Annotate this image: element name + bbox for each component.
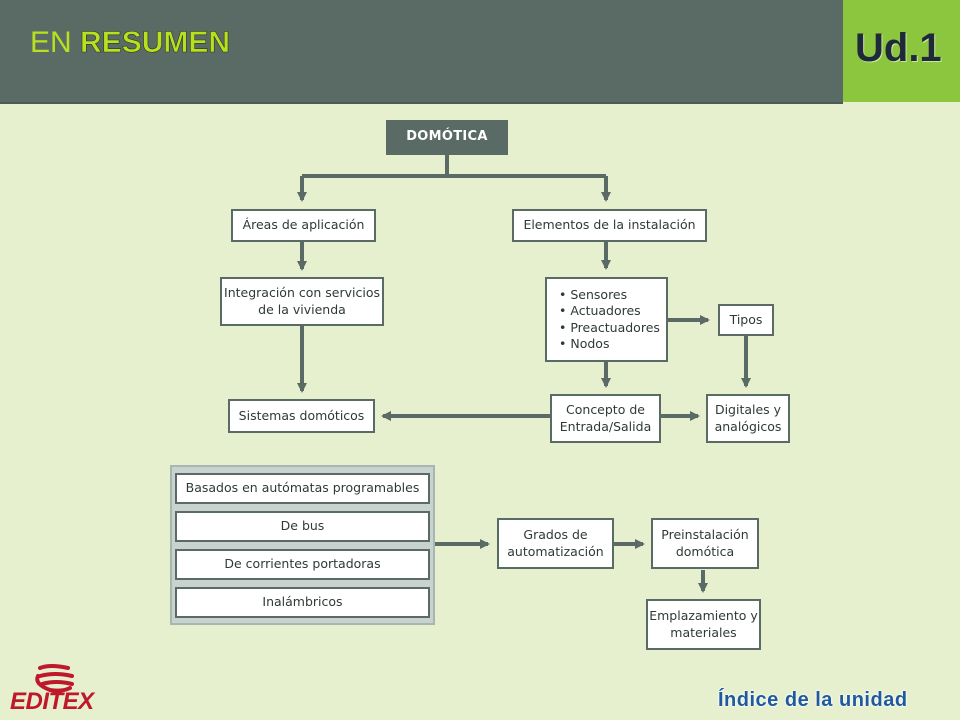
node-digitales-analogicos: Digitales y analógicos xyxy=(706,394,790,443)
title-prefix: EN xyxy=(30,26,72,59)
unit-label: Ud.1 xyxy=(855,26,942,70)
node-componentes: Sensores Actuadores Preactuadores Nodos xyxy=(545,277,668,362)
node-preinstalacion: Preinstalación domótica xyxy=(651,518,759,569)
node-emplazamiento: Emplazamiento y materiales xyxy=(646,599,761,650)
component-item: Preactuadores xyxy=(559,320,660,336)
sistema-tipo-corrientes: De corrientes portadoras xyxy=(175,549,430,580)
node-integracion: Integración con servicios de la vivienda xyxy=(220,277,384,326)
node-domotica: DOMÓTICA xyxy=(386,120,508,155)
unit-badge: Ud.1 xyxy=(843,0,960,102)
editex-logo-text: EDITEX xyxy=(10,688,94,715)
index-link[interactable]: Índice de la unidad xyxy=(718,689,908,711)
page-title: EN RESUMEN xyxy=(30,26,230,60)
sistema-tipo-automatas: Basados en autómatas programables xyxy=(175,473,430,504)
node-areas-aplicacion: Áreas de aplicación xyxy=(231,209,376,242)
sistema-tipo-inalambricos: Inalámbricos xyxy=(175,587,430,618)
node-tipos: Tipos xyxy=(718,304,774,336)
node-grados-automatizacion: Grados de automatización xyxy=(497,518,614,569)
editex-logo-icon xyxy=(35,664,74,693)
component-item: Sensores xyxy=(559,287,660,303)
header-bar: EN RESUMEN xyxy=(0,0,843,104)
title-main: RESUMEN xyxy=(80,26,231,60)
node-concepto-es: Concepto de Entrada/Salida xyxy=(550,394,661,443)
sistema-tipo-bus: De bus xyxy=(175,511,430,542)
node-sistemas-domoticos: Sistemas domóticos xyxy=(228,399,375,433)
node-elementos-instalacion: Elementos de la instalación xyxy=(512,209,707,242)
component-item: Nodos xyxy=(559,336,660,352)
sistemas-tipos-panel: Basados en autómatas programables De bus… xyxy=(170,465,435,625)
component-item: Actuadores xyxy=(559,303,660,319)
